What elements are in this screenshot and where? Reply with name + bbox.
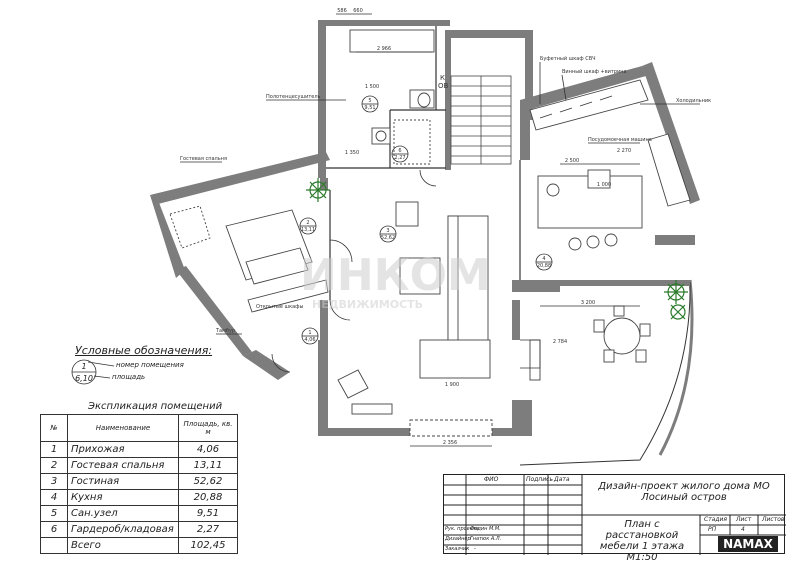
title-block: ФИО Подпись Дата Дизайн-проект жилого до… [443, 474, 786, 563]
plants [306, 178, 688, 320]
watermark-brand: ИНКОМ [300, 250, 491, 301]
svg-text:2 270: 2 270 [617, 148, 631, 154]
svg-text:1 000: 1 000 [597, 182, 611, 188]
svg-text:2 784: 2 784 [553, 339, 567, 345]
col-area: Площадь, кв. м [178, 414, 238, 442]
explication-title: Экспликация помещений [88, 401, 223, 412]
room-area: 13,11 [301, 227, 315, 233]
legend-title: Условные обозначения: [75, 344, 213, 357]
tb-h-fio: ФИО [484, 476, 499, 483]
annotation-ov: ОВ [438, 82, 449, 90]
living-room-furniture [337, 201, 493, 437]
tb-project: Дизайн-проект жилого дома МО Лосиный ост… [598, 481, 770, 503]
tb-r2-name: Гнатюк А.Л. [470, 536, 502, 542]
room-area: 4,06 [304, 337, 315, 343]
guest-bedroom-furniture [169, 205, 329, 313]
room-marker-3: 3 52,62 [379, 225, 397, 243]
annotation-wine: Винный шкаф +витрина [562, 68, 627, 75]
svg-text:586: 586 [337, 8, 347, 14]
dining-furniture [529, 305, 651, 381]
svg-text:660: 660 [353, 8, 363, 14]
room-num: 6 [398, 148, 401, 154]
tb-sheet: 4 [741, 526, 745, 533]
tb-r1-name: Федин М.М. [470, 526, 501, 532]
annotation-guest-bedroom: Гостевая спальня [180, 156, 227, 162]
doors [271, 169, 541, 373]
svg-text:3 200: 3 200 [581, 300, 595, 306]
watermark-sub: НЕДВИЖИМОСТЬ [312, 298, 423, 311]
room-marker-2: 2 13,11 [299, 217, 317, 235]
tb-r3-name: - [474, 546, 476, 552]
tb-h-stage: Стадия [704, 516, 728, 523]
tb-r2-role: Дизайнер [445, 536, 471, 542]
annotation-buffet: Буфетный шкаф СВЧ [540, 55, 596, 62]
room-area: 9,51 [364, 105, 375, 111]
room-marker-6: 6 2,27 [391, 145, 409, 163]
col-num: № [40, 414, 68, 442]
annotation-tambour: Тамбур [215, 328, 235, 334]
tb-r1-role: Рук. проекта [445, 526, 479, 532]
tb-h-sheets: Листов [762, 516, 785, 523]
room-marker-4: 4 20,88 [535, 253, 553, 271]
legend-sample-num: 1 [81, 362, 86, 371]
room-markers: 1 4,06 2 13,11 3 52,62 4 20,88 5 9,51 6 … [299, 95, 553, 345]
annotation-towel: Полотенцесушитель [266, 94, 321, 100]
room-num: 5 [368, 98, 371, 104]
bathroom-fixtures [349, 29, 435, 165]
room-area: 2,27 [394, 155, 405, 161]
annotations: Полотенцесушитель Гостевая спальня Откры… [180, 55, 711, 335]
legend-sample-area: 6,10 [75, 374, 93, 383]
legend-area-label: площадь [112, 373, 146, 381]
staircase [450, 75, 512, 165]
tb-r3-role: Заказчик [445, 546, 470, 552]
table-header: № Наименование Площадь, кв. м [40, 414, 238, 442]
tb-h-sign: Подпись [526, 476, 553, 483]
watermark: ИНКОМ НЕДВИЖИМОСТЬ [300, 250, 491, 311]
room-area: 52,62 [381, 235, 395, 241]
room-num: 2 [306, 220, 309, 226]
tb-h-sheet: Лист [736, 516, 752, 523]
walls [150, 20, 700, 466]
legend-symbol: 1 6,10 [71, 359, 115, 385]
tb-h-date: Дата [554, 476, 570, 483]
dimensions: 586 660 2 966 1 500 3 200 2 784 2 356 2 … [336, 8, 640, 447]
kitchen-furniture [529, 79, 691, 251]
annotation-fridge: Холодильник [676, 98, 711, 104]
annotation-wardrobe: Открытые шкафы [256, 304, 303, 310]
logo: NAMAX [718, 536, 778, 552]
svg-text:1 500: 1 500 [365, 84, 379, 90]
svg-text:2 500: 2 500 [565, 158, 579, 164]
legend-num-label: номер помещения [116, 361, 184, 369]
svg-text:2 966: 2 966 [377, 46, 391, 52]
svg-text:1 350: 1 350 [345, 150, 359, 156]
room-num: 3 [386, 228, 389, 234]
annotation-dishwasher: Посудомоечная машина [588, 137, 652, 143]
col-name: Наименование [67, 414, 179, 442]
svg-text:2 356: 2 356 [443, 440, 457, 446]
room-num: 4 [542, 256, 545, 262]
title-block-grid [444, 475, 786, 555]
svg-text:1 900: 1 900 [445, 382, 459, 388]
tb-stage: РП [708, 526, 717, 533]
room-marker-5: 5 9,51 [361, 95, 379, 113]
room-num: 1 [308, 330, 311, 336]
annotation-k: К [440, 74, 445, 82]
room-marker-1: 1 4,06 [301, 327, 319, 345]
partitions [326, 26, 521, 300]
room-area: 20,88 [537, 263, 551, 269]
tb-sheet-title: План с расстановкой мебели 1 этажа М1:50 [599, 519, 685, 563]
